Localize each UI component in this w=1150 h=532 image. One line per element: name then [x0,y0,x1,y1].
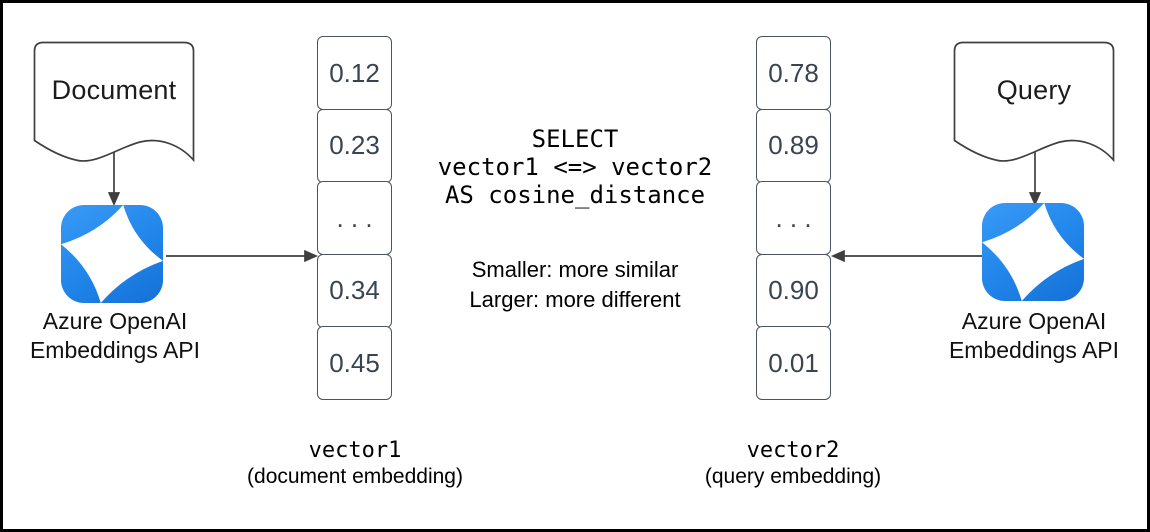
vector2-cell: 0.90 [756,253,831,328]
distance-notes: Smaller: more similar Larger: more diffe… [405,255,745,315]
vector1-name: vector1 [308,438,402,463]
vector2-label: vector2 (query embedding) [663,437,923,490]
arrow-api-to-vector1 [166,249,319,263]
sparkle-star-icon [61,205,163,303]
sql-line-operator: vector1 <=> vector2 [437,153,713,181]
note-smaller: Smaller: more similar [471,257,679,282]
sparkle-star-icon [982,203,1084,301]
vector1-label: vector1 (document embedding) [225,437,485,490]
note-larger: Larger: more different [469,287,681,312]
sql-line-alias: AS cosine_distance [444,181,706,209]
arrow-api-to-vector2 [830,249,983,263]
query-label: Query [996,75,1072,105]
api-label-line1: Azure OpenAI [961,308,1107,334]
vector1-cell: 0.12 [317,36,392,110]
vector2-cell: 0.89 [756,108,831,183]
azure-openai-icon [61,205,163,303]
api-label-right: Azure OpenAI Embeddings API [934,307,1134,365]
vector2-cell-ellipsis: . . . [756,181,831,255]
sql-line-select: SELECT [531,125,619,153]
sql-annotation: SELECT vector1 <=> vector2 AS cosine_dis… [405,125,745,315]
vector2-column: 0.78 0.89 . . . 0.90 0.01 [756,36,831,400]
api-label-line2: Embeddings API [948,337,1120,363]
vector1-cell-ellipsis: . . . [317,181,392,255]
vector2-cell: 0.01 [756,326,831,400]
vector1-column: 0.12 0.23 . . . 0.34 0.45 [317,36,392,400]
document-label: Document [51,75,177,105]
api-label-left: Azure OpenAI Embeddings API [15,307,215,365]
vector1-caption: (document embedding) [247,465,463,488]
vector2-name: vector2 [746,438,840,463]
document-shape [33,41,195,163]
api-label-line1: Azure OpenAI [42,308,188,334]
vector1-cell: 0.45 [317,326,392,400]
azure-openai-icon [982,203,1084,301]
vector2-caption: (query embedding) [704,465,882,488]
vector2-cell: 0.78 [756,36,831,110]
vector1-cell: 0.23 [317,108,392,183]
vector1-cell: 0.34 [317,253,392,328]
api-label-line2: Embeddings API [29,337,201,363]
query-shape [953,41,1115,163]
